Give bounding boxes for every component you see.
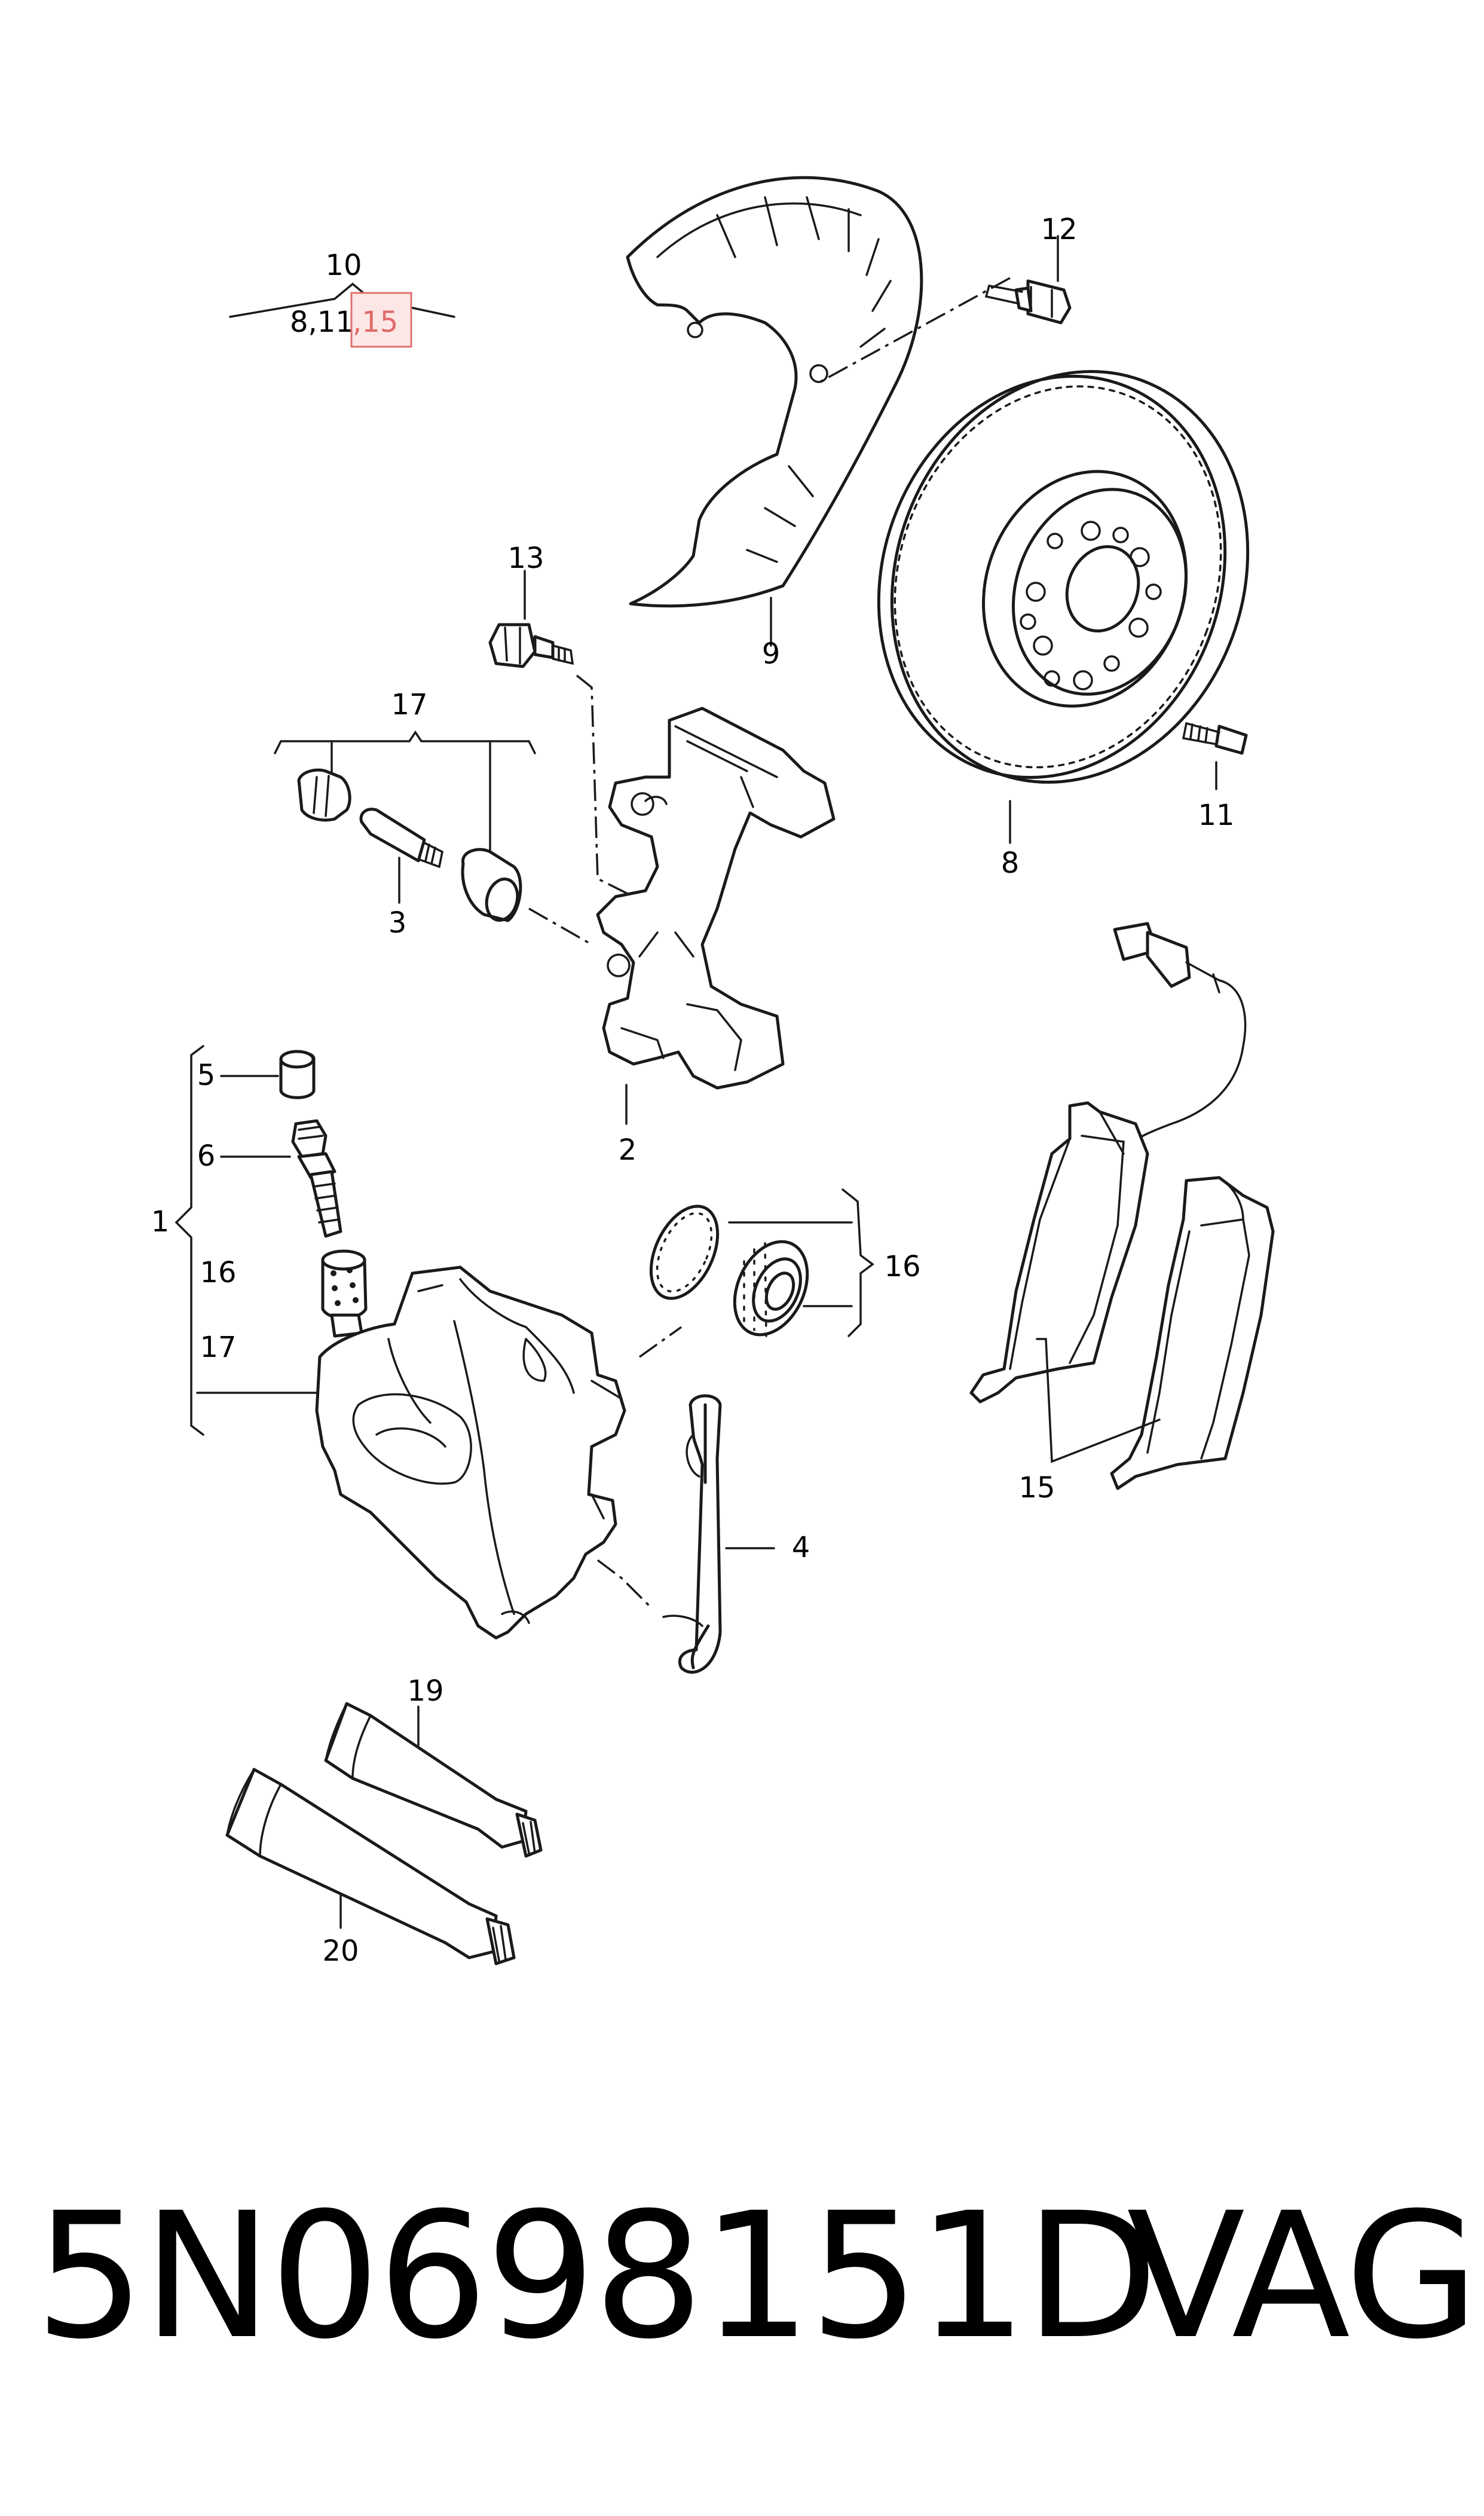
callout-16-right: 16 xyxy=(884,1250,920,1283)
callout-17-top: 17 xyxy=(391,688,427,722)
callout-13: 13 xyxy=(507,542,544,575)
splash-shield: 9 xyxy=(626,176,923,671)
callout-17-left: 17 xyxy=(200,1331,236,1364)
screw-11: 11 xyxy=(1182,722,1248,832)
callout-2: 2 xyxy=(619,1133,637,1167)
bolt-13: 13 xyxy=(488,542,646,904)
callout-10-sub-b: ,15 xyxy=(353,305,398,339)
spring-clip: 4 xyxy=(662,1394,810,1674)
brake-disc: 8 xyxy=(877,369,1250,880)
caliper-housing xyxy=(315,1265,653,1640)
grease-tube-19: 19 xyxy=(324,1674,543,1858)
brake-pad-inner xyxy=(969,1101,1149,1404)
callout-10: 10 xyxy=(325,249,362,282)
callout-12: 12 xyxy=(1041,213,1077,246)
callout-15: 15 xyxy=(1018,1471,1055,1505)
piston xyxy=(321,1249,368,1338)
wear-sensor xyxy=(1113,922,1247,1146)
callout-17-top-group: 17 xyxy=(274,688,536,862)
guide-cap xyxy=(297,768,351,822)
callout-10-sub-a: 8,11 xyxy=(290,305,354,339)
callout-3: 3 xyxy=(388,906,407,940)
callout-4: 4 xyxy=(792,1531,810,1564)
piston-boot xyxy=(733,1240,809,1337)
grease-tube-20: 20 xyxy=(225,1768,516,1968)
brand-name: VAG xyxy=(1127,2176,1479,2377)
highlight-box xyxy=(350,292,412,348)
caliper-carrier: 2 xyxy=(596,707,836,1167)
callout-6: 6 xyxy=(197,1139,216,1173)
callout-5: 5 xyxy=(197,1059,216,1092)
callout-11: 11 xyxy=(1198,799,1234,832)
callout-16-left: 16 xyxy=(200,1256,236,1289)
callout-9: 9 xyxy=(762,637,781,671)
callout-16-right-group: 16 xyxy=(638,1188,921,1358)
callout-1: 1 xyxy=(151,1205,170,1239)
bolt-12: 12 xyxy=(818,213,1078,384)
dust-cap xyxy=(279,1050,316,1099)
piston-seal xyxy=(649,1204,720,1300)
guide-bushing xyxy=(461,848,592,946)
bleeder-valve xyxy=(291,1119,342,1238)
guide-pin: 3 xyxy=(359,808,443,940)
brake-pad-outer xyxy=(1110,1176,1275,1490)
callout-8: 8 xyxy=(1001,846,1020,880)
callout-10-group: 10 8,11 ,15 xyxy=(229,249,455,348)
callout-19: 19 xyxy=(407,1674,443,1708)
part-number: 5N0698151D xyxy=(35,2176,1158,2377)
callout-1-group: 1 5 6 16 17 xyxy=(151,1045,321,1436)
callout-20: 20 xyxy=(322,1934,359,1968)
callout-15-group: 15 xyxy=(1018,1338,1161,1505)
